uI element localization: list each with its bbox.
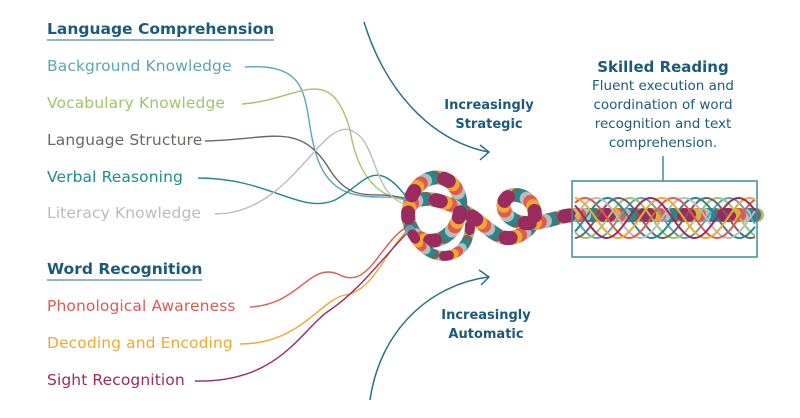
language-comprehension-heading: Language Comprehension — [47, 20, 275, 41]
increasingly-strategic-label: Increasingly Strategic — [429, 96, 549, 134]
braid-strand-1 — [574, 196, 756, 240]
automatic-line-2: Automatic — [448, 327, 524, 342]
strand-lc-0 — [244, 66, 413, 199]
skilled-reading-desc-2: coordination of word — [593, 97, 733, 113]
strategic-line-2: Strategic — [455, 117, 523, 132]
skilled-reading-callout: Skilled Reading Fluent execution and coo… — [573, 57, 753, 153]
braid-strand-3 — [574, 196, 756, 240]
skilled-reading-desc-1: Fluent execution and — [592, 78, 734, 94]
label-phonological-awareness: Phonological Awareness — [47, 297, 236, 315]
word-recognition-heading: Word Recognition — [47, 260, 203, 281]
braid-strand-6 — [574, 196, 756, 240]
braid-strand-0 — [574, 196, 756, 240]
rope-segment-7 — [401, 170, 764, 248]
strand-wr-2 — [194, 229, 411, 382]
strategic-arrow — [363, 21, 489, 153]
braid-strand-2 — [574, 196, 756, 240]
braid-strand-5 — [574, 196, 756, 240]
braid-strand-7 — [574, 196, 756, 240]
increasingly-automatic-label: Increasingly Automatic — [426, 306, 546, 344]
automatic-arrowhead — [478, 269, 491, 286]
strand-wr-1 — [239, 227, 411, 345]
braid-strand-4 — [574, 196, 756, 240]
strand-lc-1 — [241, 88, 413, 201]
strategic-line-1: Increasingly — [444, 98, 534, 113]
label-vocabulary-knowledge: Vocabulary Knowledge — [47, 94, 226, 112]
label-background-knowledge: Background Knowledge — [47, 57, 232, 75]
rope-segment-6 — [401, 170, 764, 248]
rope-segment-7 — [405, 220, 475, 261]
strand-lc-4 — [214, 128, 413, 215]
label-sight-recognition: Sight Recognition — [47, 371, 185, 389]
skilled-reading-title: Skilled Reading — [597, 58, 729, 76]
strand-lc-3 — [197, 174, 413, 206]
label-literacy-knowledge: Literacy Knowledge — [47, 204, 202, 222]
label-decoding-encoding: Decoding and Encoding — [47, 334, 233, 352]
strategic-arrowhead — [479, 144, 491, 161]
label-verbal-reasoning: Verbal Reasoning — [47, 168, 183, 186]
skilled-reading-desc-3: recognition and text — [594, 116, 732, 132]
strand-lc-2 — [204, 135, 413, 203]
skilled-reading-box — [571, 180, 758, 258]
strand-wr-0 — [249, 224, 411, 308]
automatic-line-1: Increasingly — [441, 308, 531, 323]
label-language-structure: Language Structure — [47, 131, 203, 149]
rope-segment-2 — [405, 220, 475, 261]
skilled-reading-desc-4: comprehension. — [608, 135, 718, 151]
automatic-arrow — [369, 276, 489, 401]
